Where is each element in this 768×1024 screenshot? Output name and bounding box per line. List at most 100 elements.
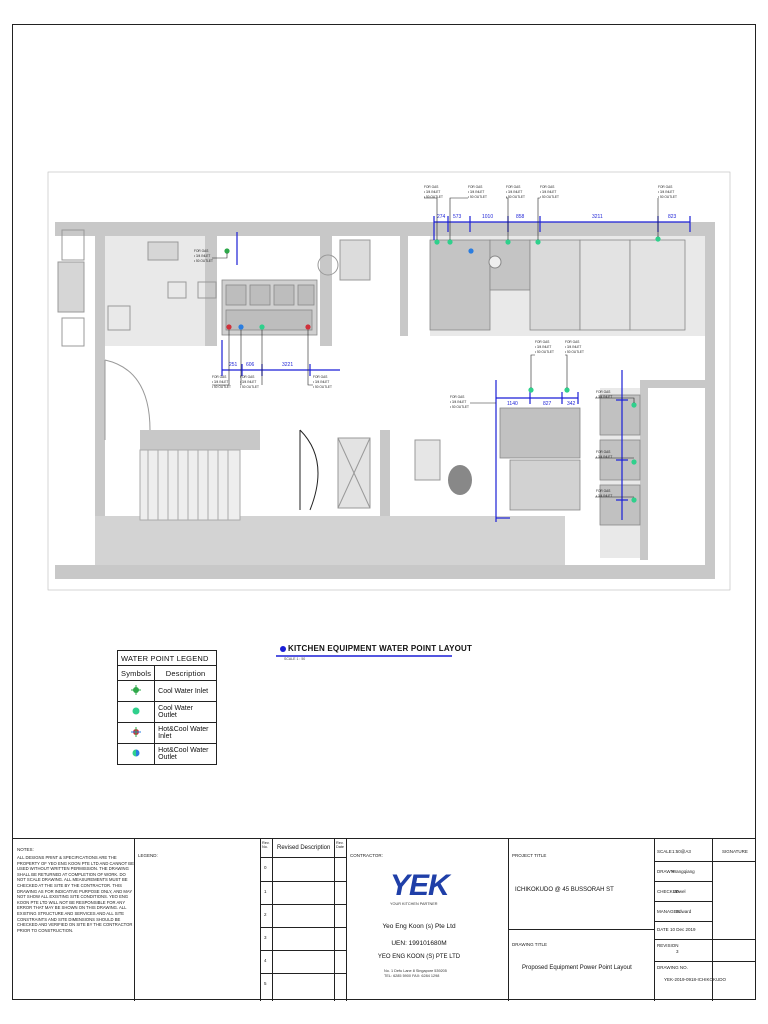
tag-line: • 50 OUTLET — [313, 385, 332, 389]
divider — [260, 973, 346, 974]
notes-text: ALL DESIGNS PRINT & SPECIFICATIONS ARE T… — [17, 855, 134, 933]
company-address: No. 1 Defu Lane 8 Singapore 539205 TEL: … — [384, 969, 474, 979]
divider — [712, 839, 713, 1001]
rev-no-label: Rev. No. — [262, 841, 270, 849]
tag-line: • 50 OUTLET — [658, 195, 677, 199]
dim-left-3: 3221 — [282, 362, 293, 368]
tag-line: • 3/4 INLET — [658, 190, 674, 194]
checked-label: CHECKED — [657, 889, 680, 894]
drawing-no-value: YEK-2019-0918-ICHIKOKUDO — [664, 977, 727, 982]
dim-left-1: 251 — [229, 362, 238, 368]
rev-number: 3 — [264, 935, 267, 940]
tag-head: FOR GAS — [240, 375, 254, 379]
cool-water-outlet-point — [447, 239, 453, 245]
tag-line: • 50 OUTLET — [424, 195, 443, 199]
wok-burner — [448, 465, 472, 495]
sink-bowl — [488, 255, 502, 269]
hot-cool-water-outlet-point — [468, 248, 474, 254]
drawing-no-label: DRAWING NO. — [657, 965, 688, 970]
legend-row: Hot&Cool Water Inlet — [116, 722, 217, 744]
notes-label: NOTES: — [17, 847, 34, 852]
legend-label: Hot&Cool Water Outlet — [154, 743, 217, 765]
contractor-label: CONTRACTOR: — [350, 853, 383, 858]
legend-title: WATER POINT LEGEND — [117, 650, 217, 666]
tag-head: FOR GAS — [596, 450, 610, 454]
tag-line: • 3/4 INLET — [596, 455, 612, 459]
staircase — [139, 449, 241, 521]
project-title: ICHIKOKUDO @ 45 BUSSORAH ST — [515, 887, 614, 893]
tag-line: • 3/4 INLET — [535, 345, 551, 349]
leader-lines — [212, 197, 659, 498]
divider — [260, 950, 346, 951]
cool-water-outlet-point — [564, 387, 570, 393]
divider — [654, 861, 756, 862]
tag-line: • 3/4 INLET — [506, 190, 522, 194]
water-points — [224, 236, 661, 503]
legend-row: Cool Water Outlet — [116, 701, 217, 723]
tag-head: FOR GAS — [212, 375, 226, 379]
cool-water-outlet-point — [434, 239, 440, 245]
kitchen-equipment-mid-right — [499, 394, 641, 526]
water-point-legend: WATER POINT LEGEND Symbols Description C… — [116, 650, 217, 765]
legend-label: Cool Water Inlet — [154, 680, 217, 702]
plan-frame — [47, 171, 731, 591]
cool-water-outlet-point — [655, 236, 661, 242]
legend-label: Cool Water Outlet — [154, 701, 217, 723]
cool-water-outlet-point — [631, 497, 637, 503]
dim-top-3: 1010 — [482, 214, 493, 220]
tag-line: • 3/4 INLET — [240, 380, 256, 384]
hot-cool-water-outlet-icon — [132, 749, 140, 757]
drawing-sheet-border — [12, 24, 756, 1000]
round-table — [317, 254, 339, 276]
floor-plan: 274 573 1010 858 3211 823 251 606 3221 1… — [47, 171, 731, 657]
divider — [508, 839, 509, 1001]
divider — [334, 839, 335, 1001]
title-block: NOTES: ALL DESIGNS PRINT & SPECIFICATION… — [12, 838, 756, 1001]
tag-head: FOR GAS — [565, 340, 579, 344]
tag-line: • 3/4 INLET — [596, 494, 612, 498]
tag-line: • 3/4 INLET — [313, 380, 329, 384]
divider — [260, 881, 346, 882]
lift-cross-b — [337, 437, 371, 509]
tag-head: FOR GAS — [468, 185, 482, 189]
divider — [134, 839, 135, 1001]
logo-wordmark: YEK — [390, 869, 450, 902]
logo-tagline: YOUR KITCHEN PARTNER — [390, 902, 438, 906]
divider — [654, 921, 712, 922]
tag-head: FOR GAS — [596, 390, 610, 394]
tag-line: • 3/4 INLET — [596, 395, 612, 399]
date-label: DATE — [657, 927, 669, 932]
cool-water-outlet-icon — [132, 707, 140, 715]
signature-label: SIGNATURE — [722, 849, 748, 854]
tag-head: FOR GAS — [313, 375, 327, 379]
cool-water-outlet-point — [631, 459, 637, 465]
rev-number: 4 — [264, 958, 267, 963]
rev-date-label: Rev. Date — [336, 841, 345, 849]
revision-label: REVISION — [657, 943, 679, 948]
tag-head: FOR GAS — [596, 489, 610, 493]
drawing-title: Proposed Equipment Power Point Layout — [522, 965, 632, 971]
tag-line: • 50 OUTLET — [468, 195, 487, 199]
manager-label: MANAGER — [657, 909, 680, 914]
tag-head: FOR GAS — [540, 185, 554, 189]
yek-logo: YEK YOUR KITCHEN PARTNER — [390, 869, 450, 907]
revision-value: 3 — [676, 949, 679, 954]
company-name-caps: YEO ENG KOON (S) PTE LTD — [377, 954, 461, 960]
tag-head: FOR GAS — [658, 185, 672, 189]
legend-label: LEGEND: — [138, 853, 158, 858]
project-title-label: PROJECT TITLE — [512, 853, 547, 858]
tag-line: • 50 OUTLET — [194, 259, 213, 263]
cool-water-outlet-point — [505, 239, 511, 245]
divider — [260, 839, 261, 1001]
legend-row: Hot&Cool Water Outlet — [116, 743, 217, 765]
cool-water-outlet-point — [535, 239, 541, 245]
kitchen-equipment-top-right — [429, 239, 686, 331]
hot-cool-water-inlet-point — [226, 324, 232, 330]
door-swing — [299, 429, 319, 511]
address-line: TEL: 6285 5900 FAX: 6284 1298 — [384, 974, 440, 978]
legend-label: Hot&Cool Water Inlet — [154, 722, 217, 744]
tag-line: • 3/4 INLET — [424, 190, 440, 194]
drawn-label: DRAWN — [657, 869, 674, 874]
hot-cool-water-inlet-icon — [131, 727, 142, 737]
kitchen-equipment-left — [221, 279, 318, 336]
